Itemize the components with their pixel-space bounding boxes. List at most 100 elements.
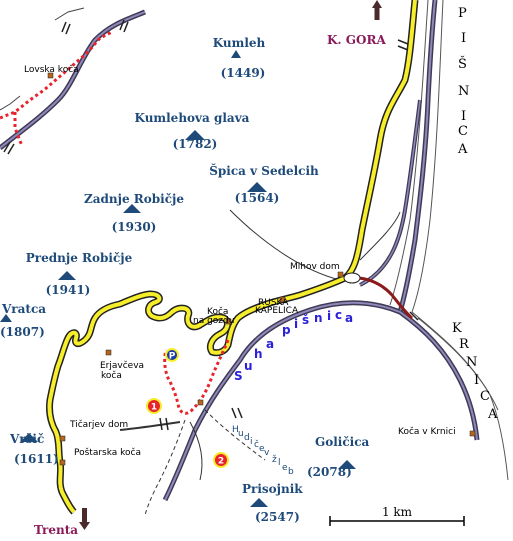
peak-kumlehova-name: Kumlehova glava — [135, 111, 250, 125]
trail-dashed-south-2 — [204, 409, 266, 461]
krnica-side-line-2 — [417, 317, 499, 411]
label-pisnica: P I Š N I C A — [457, 6, 469, 157]
hut-mihov-dom — [337, 271, 344, 278]
pisnica-letter: I — [461, 109, 466, 124]
river-krnica — [398, 309, 480, 441]
krnica-letter: N — [466, 355, 477, 370]
zleb-letter: H — [232, 425, 239, 435]
scale-label: 1 km — [382, 505, 413, 519]
peak-kumlehova-elev: (1782) — [173, 137, 218, 151]
suha-letter: u — [244, 359, 253, 373]
peak-vratca-triangle — [0, 314, 12, 322]
hut-koca-na-gozdu — [225, 318, 232, 325]
place-postarska-koca: Poštarska koča — [74, 447, 141, 458]
place-mihov-dom: Mihov dom — [290, 262, 340, 272]
suha-letter: a — [345, 311, 353, 325]
place-koca-gozdu-1: Koča — [207, 306, 228, 317]
peak-kumleh-name: Kumleh — [213, 36, 266, 50]
zleb-letter: e — [282, 463, 288, 473]
peak-prisojnik-name: Prisojnik — [242, 482, 303, 496]
peak-spica-name: Špica v Sedelcih — [209, 162, 319, 178]
hut-markers — [47, 72, 476, 466]
place-erjavceva-2: koča — [101, 370, 122, 381]
zleb-letter: u — [238, 429, 244, 439]
place-koca-v-krnici: Koča v Krnici — [398, 426, 456, 437]
peak-kumlehova-triangle — [185, 130, 205, 140]
label-hudicev-zleb: H u d i č e v ž l e b — [232, 425, 294, 477]
scale-bar — [329, 516, 465, 526]
pisnica-letter: Š — [458, 55, 467, 72]
place-koca-gozdu-2: na gozdu — [193, 316, 234, 326]
suha-letter: a — [266, 337, 274, 351]
peak-vratca-elev: (1807) — [0, 325, 45, 339]
hut-lovska — [47, 72, 54, 79]
trail-dashed-south-1 — [144, 419, 186, 516]
suha-letter: i — [294, 317, 298, 331]
river-krnica-inner — [399, 311, 478, 441]
bridge-ticks — [3, 19, 419, 431]
peak-vratca-name: Vratca — [1, 302, 46, 316]
hut-ticarjev — [59, 435, 66, 442]
suha-letter: c — [335, 308, 342, 322]
river-pisnica — [397, 0, 438, 313]
pisnica-letter: I — [461, 31, 466, 46]
road-right-2 — [389, 0, 429, 306]
place-ticarjev-dom: Tičarjev dom — [69, 419, 128, 430]
pisnica-letter: P — [458, 6, 467, 21]
river-suha-pisnica-inner — [164, 301, 401, 501]
arrow-south-icon — [79, 508, 90, 530]
peak-golicica-triangle — [338, 460, 356, 469]
zleb-letter: v — [264, 448, 270, 458]
pisnica-letter: C — [458, 124, 468, 139]
hut-erjavceva — [105, 349, 112, 356]
arrow-north-icon — [372, 0, 382, 20]
trail-thin-mihov — [229, 209, 341, 281]
peak-kumleh-elev: (1449) — [221, 66, 266, 80]
pisnica-letter: A — [457, 142, 468, 157]
town-k-gora: K. GORA — [327, 33, 386, 47]
river-upper-branch-inner — [359, 99, 421, 286]
label-krnica: K R N I C A — [452, 321, 498, 422]
route-2-marker — [213, 452, 229, 468]
place-lovska-koca: Lovska koča — [24, 64, 79, 75]
krnica-letter: K — [452, 321, 462, 336]
zleb-letter: i — [250, 437, 253, 447]
peak-prisojnik-triangle — [250, 498, 268, 507]
peak-spica-elev: (1564) — [235, 191, 280, 205]
parking-label: P — [169, 352, 176, 362]
route-1-label: 1 — [151, 403, 157, 413]
place-ruska-2: KAPELICA — [255, 306, 299, 316]
peak-spica-triangle — [247, 182, 267, 192]
road-right-1 — [411, 0, 444, 313]
ridge-line-left — [0, 95, 21, 111]
peak-vrsic-name: Vršič — [9, 432, 44, 446]
peak-zadnje-triangle — [123, 204, 141, 213]
zleb-letter: b — [288, 467, 294, 477]
hut-krnica — [469, 430, 476, 437]
hut-ruska — [279, 296, 286, 303]
peak-golicica-elev: (2078) — [307, 465, 352, 479]
peak-zadnje-elev: (1930) — [112, 220, 157, 234]
peak-prednje-triangle — [58, 271, 76, 280]
place-erjavceva-1: Erjavčeva — [100, 360, 144, 371]
peak-markers — [0, 50, 356, 507]
peak-prisojnik-elev: (2547) — [255, 510, 300, 524]
peak-vrsic-elev: (1611) — [14, 452, 59, 466]
place-ruska-1: RUSKA — [258, 298, 289, 308]
suha-letter: S — [234, 369, 243, 383]
suha-letter: h — [254, 347, 263, 361]
peak-golicica-name: Goličica — [315, 435, 370, 449]
suha-letter: n — [314, 311, 323, 325]
label-suha-pisnica: S u h a p i š n i c a — [234, 308, 353, 383]
road-link-krnica — [344, 276, 413, 320]
trail-solid-south — [189, 421, 203, 481]
trail-thin-east — [359, 211, 401, 261]
krnica-letter: C — [480, 389, 490, 404]
route-2-label: 2 — [218, 457, 224, 467]
krnica-letter: R — [459, 337, 470, 352]
pisnica-letter: N — [458, 84, 469, 99]
suha-letter: p — [282, 323, 291, 337]
trail-top-left — [0, 30, 113, 147]
parking-marker — [165, 348, 179, 362]
